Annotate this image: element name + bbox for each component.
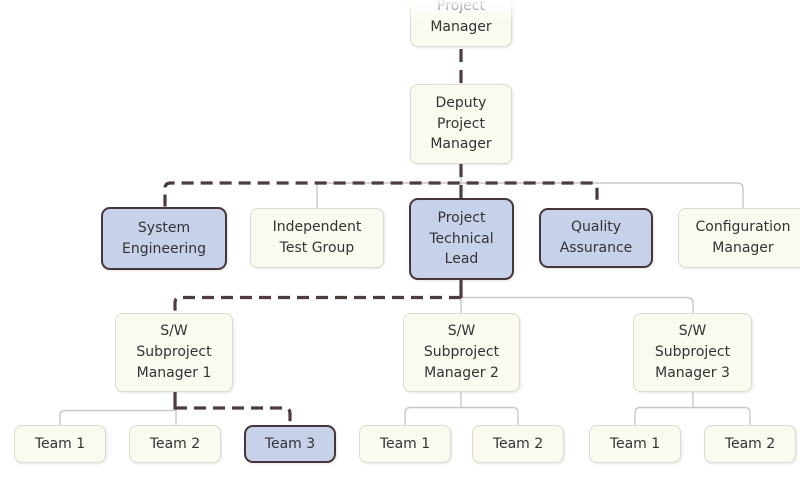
node-label: Configuration Manager [695, 219, 791, 256]
highlighted-path [163, 49, 599, 425]
node-team-2-sub2[interactable]: Team 2 [472, 425, 564, 463]
node-quality-assurance[interactable]: Quality Assurance [539, 208, 653, 268]
node-team-3-sub1[interactable]: Team 3 [244, 425, 336, 463]
node-label: Project Technical Lead [429, 209, 494, 268]
node-label: Project Manager [430, 0, 492, 35]
node-label: Deputy Project Manager [430, 94, 492, 153]
node-label: Quality Assurance [559, 219, 633, 256]
node-label: Team 1 [609, 435, 661, 452]
node-label: System Engineering [122, 219, 206, 257]
node-team-1-sub3[interactable]: Team 1 [589, 425, 681, 463]
node-sw-subproject-manager-1[interactable]: S/W Subproject Manager 1 [115, 313, 233, 392]
node-label: S/W Subproject Manager 1 [136, 323, 212, 381]
node-project-technical-lead[interactable]: Project Technical Lead [409, 198, 514, 280]
node-label: Team 1 [379, 435, 431, 452]
node-project-manager[interactable]: Project Manager [410, 0, 512, 47]
node-system-engineering[interactable]: System Engineering [101, 207, 227, 270]
node-deputy-project-manager[interactable]: Deputy Project Manager [410, 84, 512, 164]
node-label: Team 2 [724, 435, 776, 452]
node-label: Team 1 [34, 435, 86, 452]
node-label: Team 2 [492, 435, 544, 452]
node-label: S/W Subproject Manager 2 [423, 323, 500, 381]
node-label: Team 2 [149, 435, 201, 452]
node-label: Team 3 [264, 435, 316, 452]
node-label: Independent Test Group [272, 219, 362, 256]
node-sw-subproject-manager-3[interactable]: S/W Subproject Manager 3 [633, 313, 752, 392]
node-team-1-sub1[interactable]: Team 1 [14, 425, 106, 463]
node-team-2-sub3[interactable]: Team 2 [704, 425, 796, 463]
node-team-2-sub1[interactable]: Team 2 [129, 425, 221, 463]
node-label: S/W Subproject Manager 3 [654, 323, 731, 381]
node-independent-test-group[interactable]: Independent Test Group [250, 208, 384, 268]
node-team-1-sub2[interactable]: Team 1 [359, 425, 451, 463]
node-configuration-manager[interactable]: Configuration Manager [678, 208, 800, 268]
node-sw-subproject-manager-2[interactable]: S/W Subproject Manager 2 [403, 313, 520, 392]
